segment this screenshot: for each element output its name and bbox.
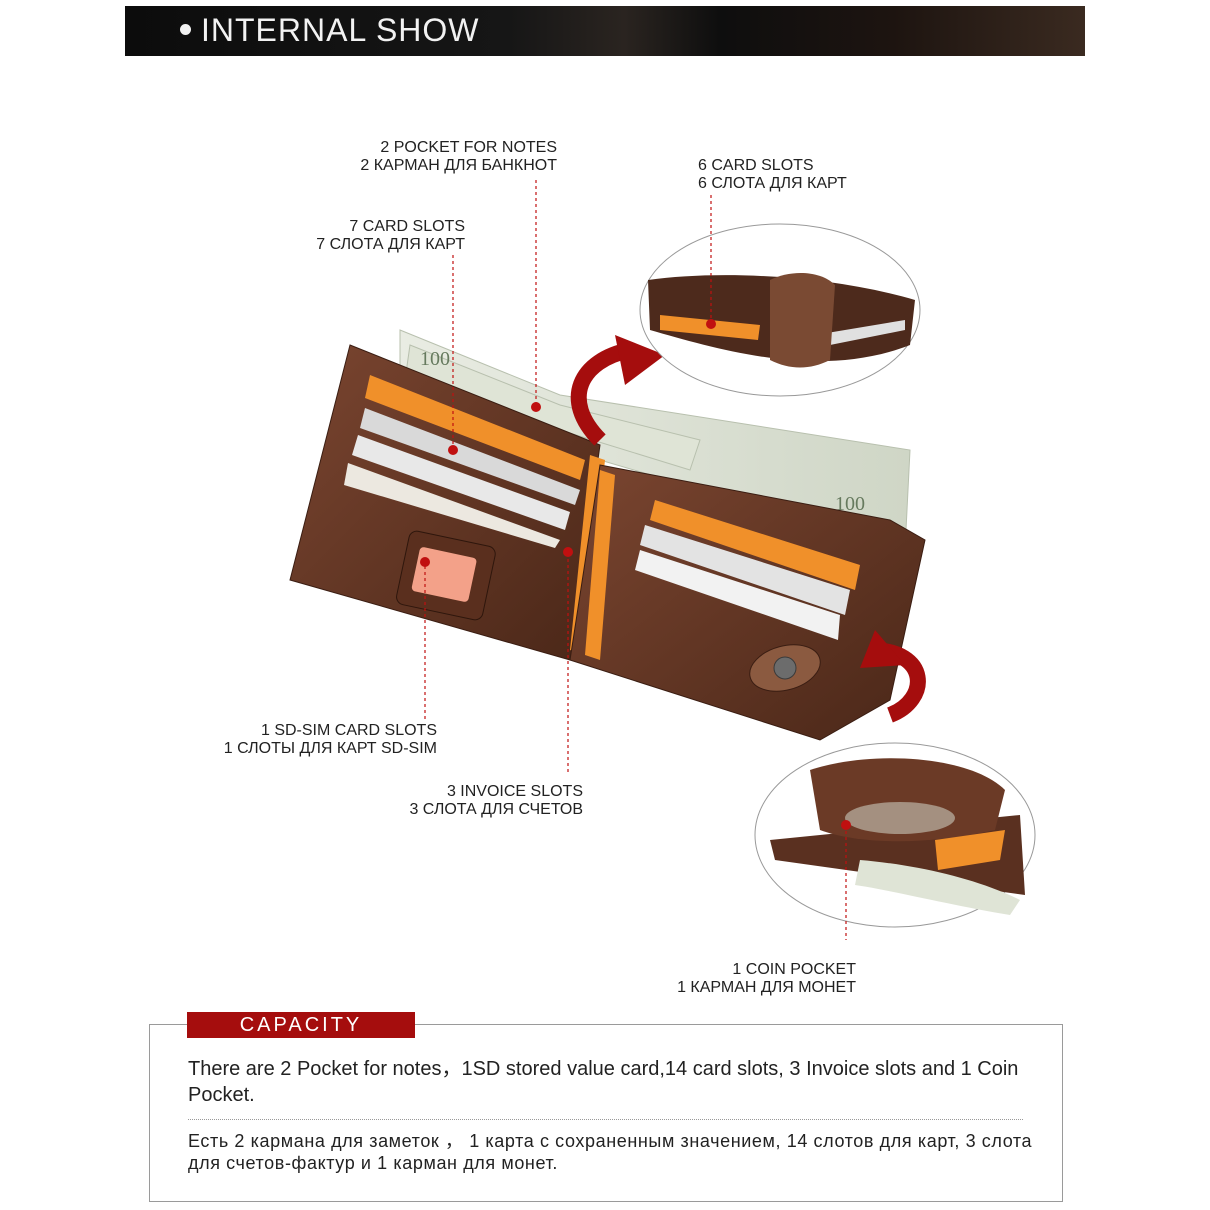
wallet-left-panel — [289, 344, 605, 661]
capacity-text-ru: Есть 2 кармана для заметок ， 1 карта с с… — [188, 1131, 1033, 1173]
callout-sdsim: 1 SD-SIM CARD SLOTS 1 СЛОТЫ ДЛЯ КАРТ SD-… — [224, 722, 437, 758]
arrow-top — [570, 342, 632, 446]
bullet-icon — [180, 24, 191, 36]
header-banner — [125, 6, 1085, 56]
callout-card7-ru: 7 СЛОТА ДЛЯ КАРТ — [316, 236, 465, 253]
svg-text:100: 100 — [835, 493, 865, 515]
callout-dots — [420, 319, 851, 830]
callout-coin: 1 COIN POCKET 1 КАРМАН ДЛЯ МОНЕТ — [677, 961, 856, 997]
wallet-illustration: 100 100 — [289, 180, 1036, 940]
zoom-card-slots — [639, 223, 921, 397]
callout-sdsim-ru: 1 СЛОТЫ ДЛЯ КАРТ SD-SIM — [223, 740, 437, 757]
divider — [188, 1119, 1023, 1120]
callout-coin-en: 1 COIN POCKET — [732, 961, 856, 978]
capacity-tab — [187, 1012, 415, 1038]
callout-lines — [424, 180, 847, 940]
callout-notes-en: 2 POCKET FOR NOTES — [380, 139, 557, 156]
capacity-text-en: There are 2 Pocket for notes，1SD stored … — [188, 1058, 1019, 1106]
header-title-text: INTERNAL SHOW — [201, 12, 480, 48]
callout-invoice: 3 INVOICE SLOTS 3 СЛОТА ДЛЯ СЧЕТОВ — [409, 783, 583, 819]
header-title: INTERNAL SHOW — [180, 12, 480, 49]
callout-card7: 7 CARD SLOTS 7 СЛОТА ДЛЯ КАРТ — [316, 218, 465, 254]
callout-coin-ru: 1 КАРМАН ДЛЯ МОНЕТ — [677, 979, 856, 996]
callout-card6-ru: 6 СЛОТА ДЛЯ КАРТ — [698, 175, 847, 192]
capacity-box — [149, 1024, 1063, 1202]
callout-invoice-en: 3 INVOICE SLOTS — [446, 783, 583, 800]
callout-invoice-ru: 3 СЛОТА ДЛЯ СЧЕТОВ — [409, 801, 583, 818]
callout-notes: 2 POCKET FOR NOTES 2 КАРМАН ДЛЯ БАНКНОТ — [360, 139, 557, 175]
callout-notes-ru: 2 КАРМАН ДЛЯ БАНКНОТ — [360, 157, 557, 174]
callout-card7-en: 7 CARD SLOTS — [349, 218, 465, 235]
zoom-coin-pocket — [754, 742, 1036, 928]
svg-text:100: 100 — [420, 348, 450, 370]
callout-card6-en: 6 CARD SLOTS — [698, 157, 814, 174]
callout-sdsim-en: 1 SD-SIM CARD SLOTS — [260, 722, 437, 739]
capacity-label: CAPACITY — [239, 1014, 363, 1036]
wallet-right-panel — [569, 464, 926, 741]
callout-card6: 6 CARD SLOTS 6 СЛОТА ДЛЯ КАРТ — [698, 157, 847, 193]
